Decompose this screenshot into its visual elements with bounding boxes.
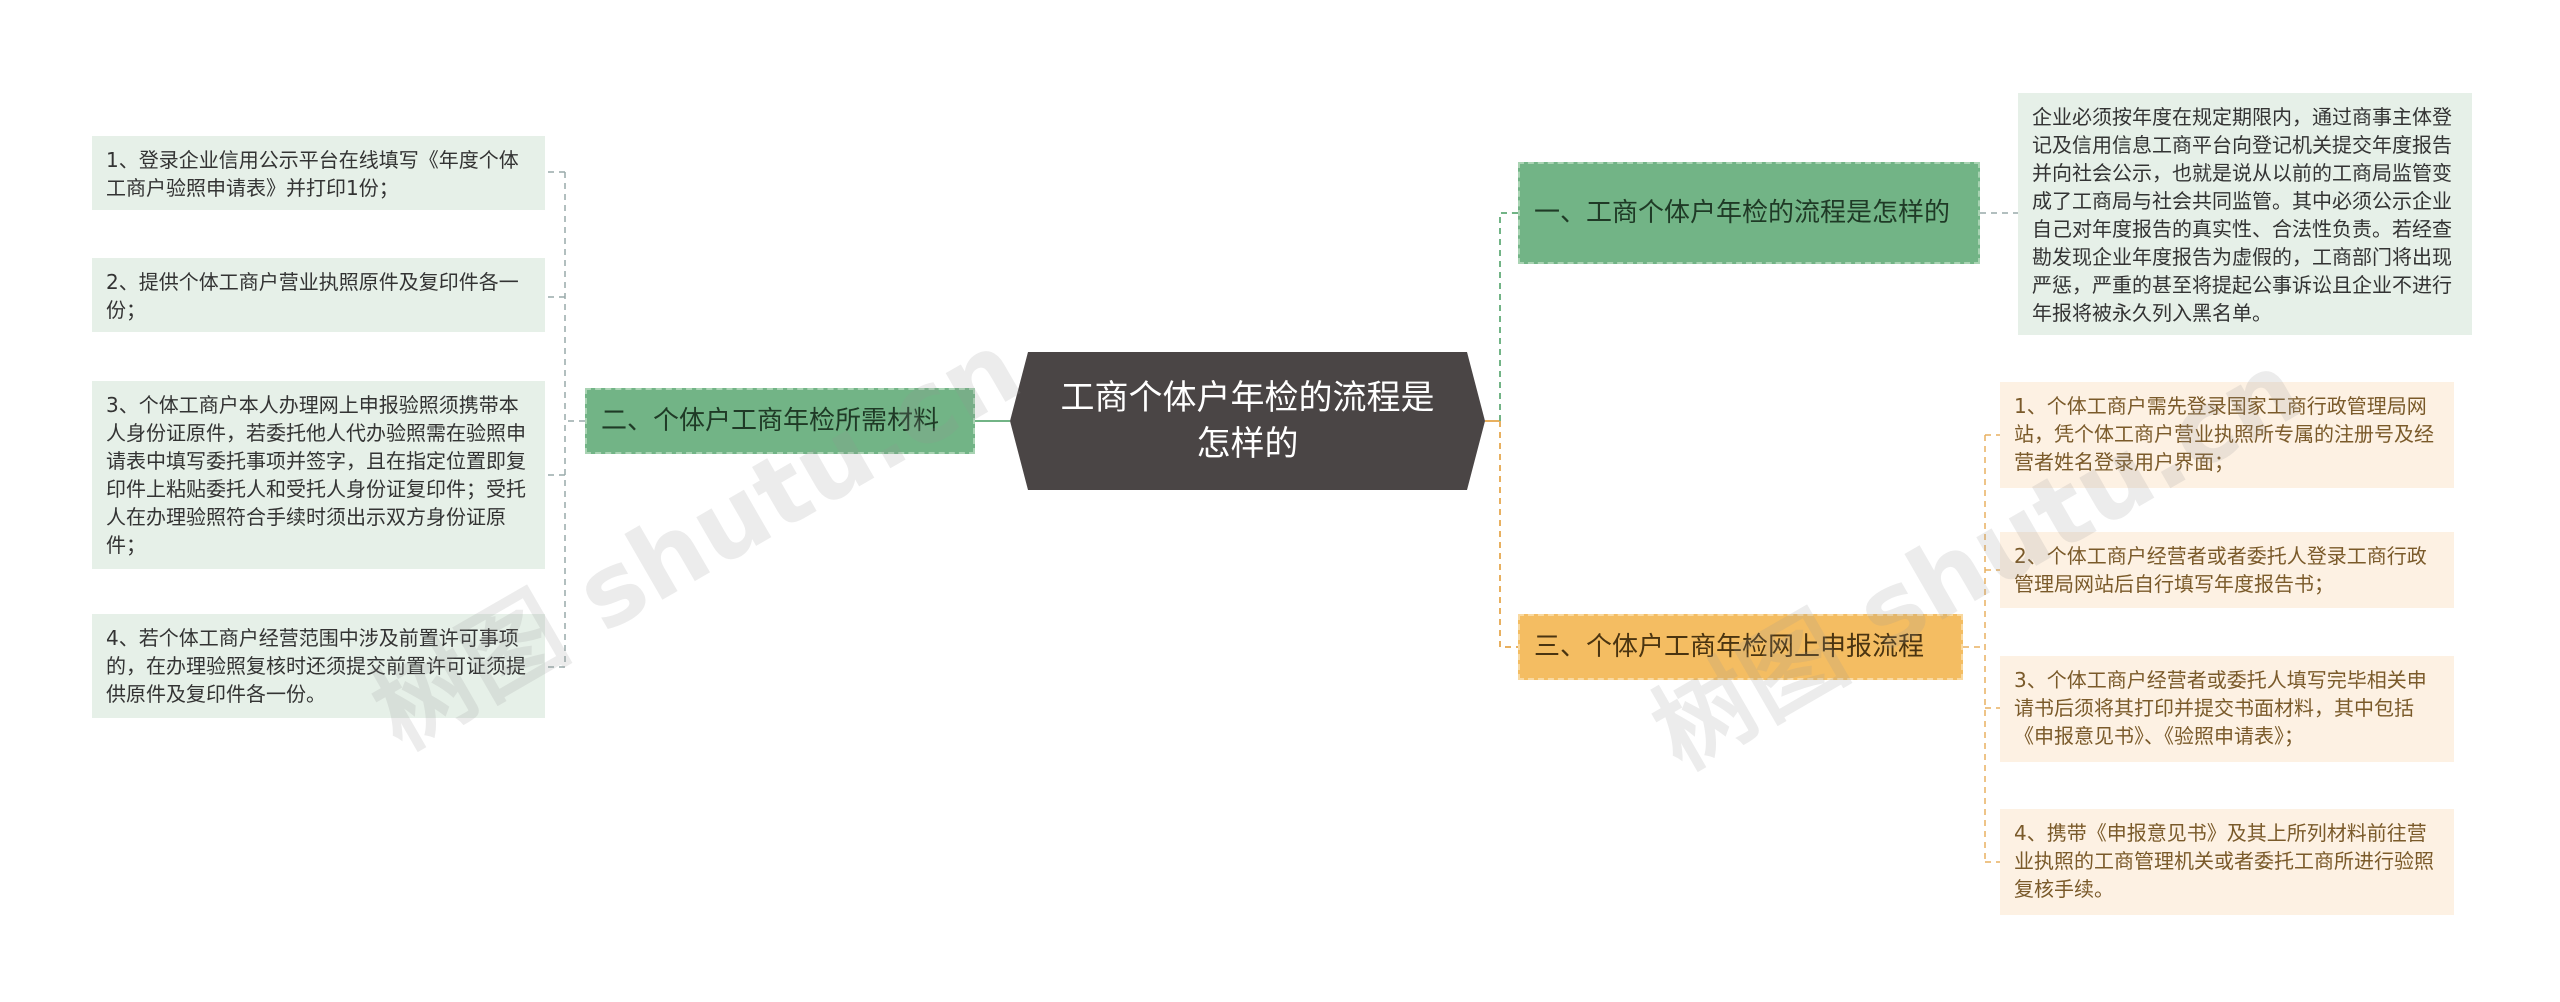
branch-annual-inspection-process[interactable]: 一、工商个体户年检的流程是怎样的 — [1518, 162, 1980, 264]
right-detail-annual-report-text: 企业必须按年度在规定期限内，通过商事主体登记及信用信息工商平台向登记机关提交年度… — [2032, 105, 2452, 325]
right-leaf-1-text: 1、个体工商户需先登录国家工商行政管理局网站，凭个体工商户营业执照所专属的注册号… — [2014, 394, 2434, 474]
branch-required-materials-label: 二、个体户工商年检所需材料 — [601, 406, 940, 436]
branch-online-filing-process-label: 三、个体户工商年检网上申报流程 — [1534, 632, 1925, 662]
left-leaf-4[interactable]: 4、若个体工商户经营范围中涉及前置许可事项的，在办理验照复核时还须提交前置许可证… — [92, 614, 545, 718]
branch-annual-inspection-process-label: 一、工商个体户年检的流程是怎样的 — [1534, 198, 1951, 228]
connector-right-branch-1 — [1499, 212, 1518, 421]
right-leaf-1[interactable]: 1、个体工商户需先登录国家工商行政管理局网站，凭个体工商户营业执照所专属的注册号… — [2000, 382, 2454, 488]
right-detail-annual-report[interactable]: 企业必须按年度在规定期限内，通过商事主体登记及信用信息工商平台向登记机关提交年度… — [2018, 93, 2472, 335]
left-leaf-4-text: 4、若个体工商户经营范围中涉及前置许可事项的，在办理验照复核时还须提交前置许可证… — [106, 626, 526, 706]
left-leaf-1-text: 1、登录企业信用公示平台在线填写《年度个体工商户验照申请表》并打印1份； — [106, 148, 519, 200]
center-topic[interactable]: 工商个体户年检的流程是怎样的 — [1010, 352, 1485, 490]
left-leaf-3-text: 3、个体工商户本人办理网上申报验照须携带本人身份证原件，若委托他人代办验照需在验… — [106, 393, 526, 557]
connector-right-branch-2 — [1499, 421, 1518, 648]
center-topic-label: 工商个体户年检的流程是怎样的 — [1060, 378, 1435, 464]
left-leaf-1[interactable]: 1、登录企业信用公示平台在线填写《年度个体工商户验照申请表》并打印1份； — [92, 136, 545, 210]
branch-required-materials[interactable]: 二、个体户工商年检所需材料 — [585, 388, 975, 454]
left-leaf-2-text: 2、提供个体工商户营业执照原件及复印件各一份； — [106, 270, 519, 322]
left-leaf-3[interactable]: 3、个体工商户本人办理网上申报验照须携带本人身份证原件，若委托他人代办验照需在验… — [92, 381, 545, 569]
right-leaf-2-text: 2、个体工商户经营者或者委托人登录工商行政管理局网站后自行填写年度报告书； — [2014, 544, 2427, 596]
right-leaf-3-text: 3、个体工商户经营者或委托人填写完毕相关申请书后须将其打印并提交书面材料，其中包… — [2014, 668, 2427, 748]
right-leaf-3[interactable]: 3、个体工商户经营者或委托人填写完毕相关申请书后须将其打印并提交书面材料，其中包… — [2000, 656, 2454, 762]
branch-online-filing-process[interactable]: 三、个体户工商年检网上申报流程 — [1518, 614, 1963, 680]
right-leaf-4[interactable]: 4、携带《申报意见书》及其上所列材料前往营业执照的工商管理机关或者委托工商所进行… — [2000, 809, 2454, 915]
right-leaf-2[interactable]: 2、个体工商户经营者或者委托人登录工商行政管理局网站后自行填写年度报告书； — [2000, 532, 2454, 608]
right-leaf-4-text: 4、携带《申报意见书》及其上所列材料前往营业执照的工商管理机关或者委托工商所进行… — [2014, 821, 2434, 901]
left-leaf-2[interactable]: 2、提供个体工商户营业执照原件及复印件各一份； — [92, 258, 545, 332]
